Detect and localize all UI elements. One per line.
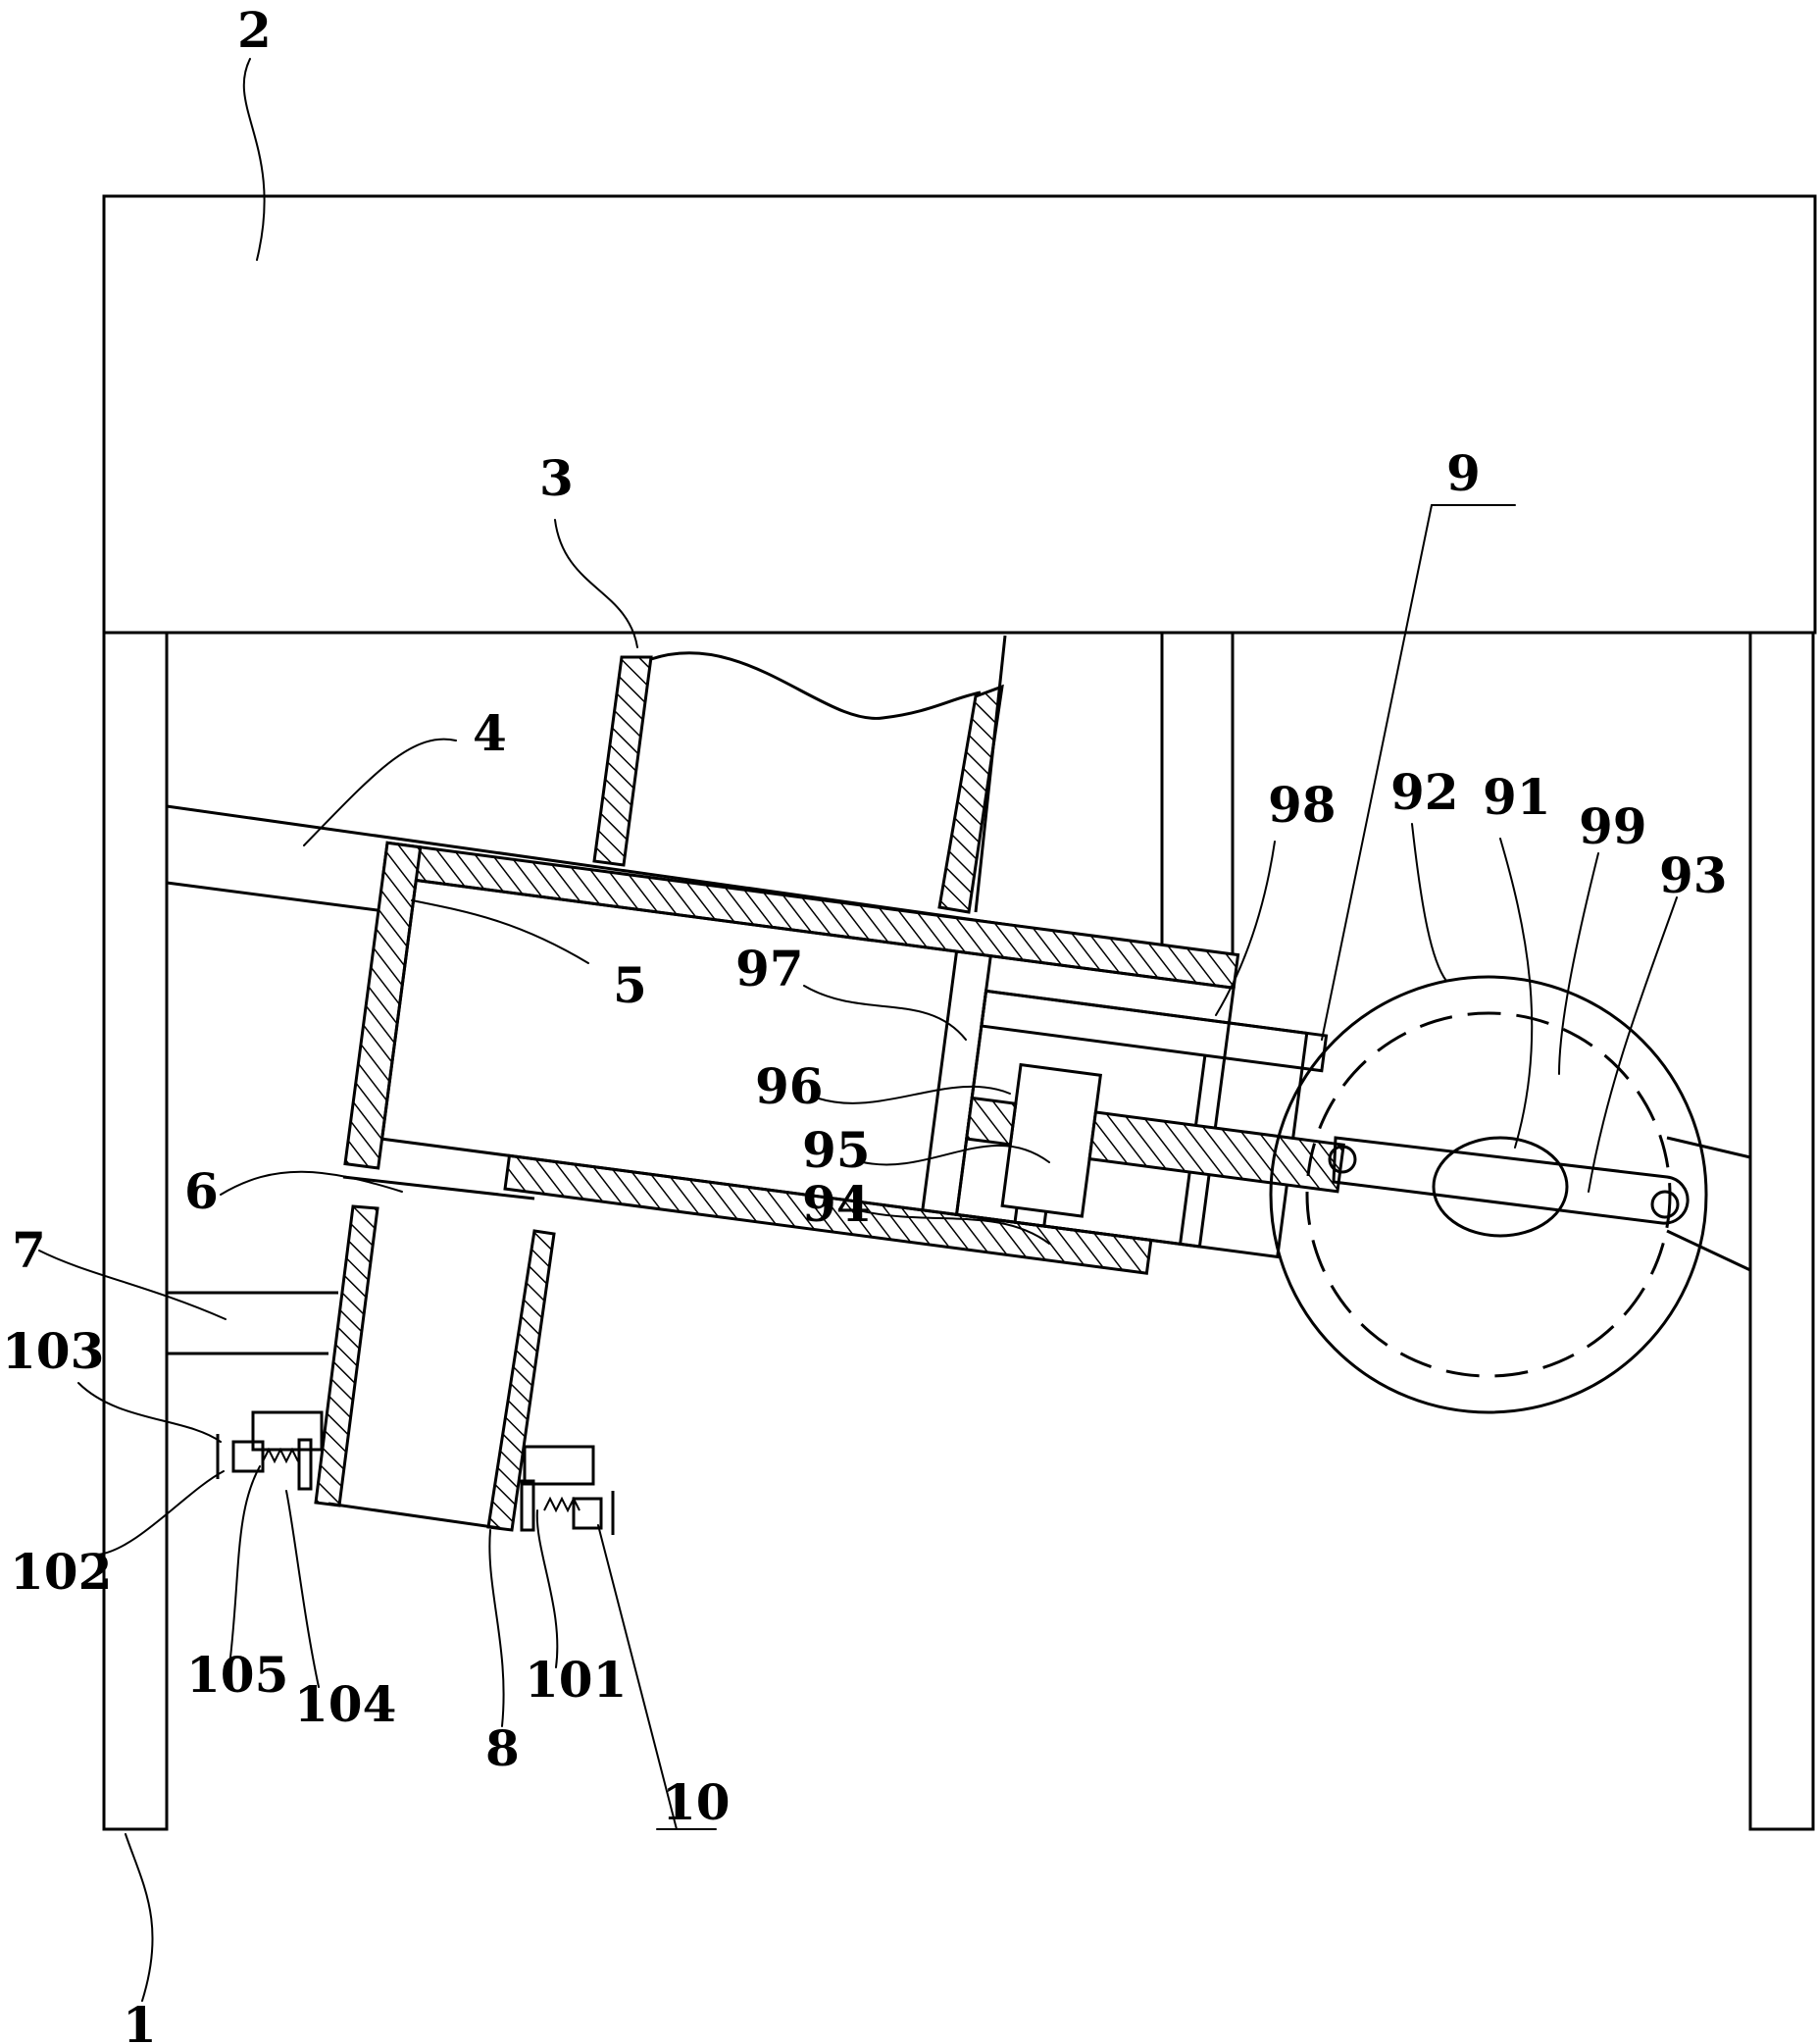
leader-99 — [1558, 852, 1599, 1075]
leader-105 — [229, 1465, 261, 1659]
leader-97 — [803, 985, 967, 1041]
leader-7 — [38, 1250, 227, 1320]
connecting-rod-left — [965, 1096, 1018, 1147]
label-95: 95 — [802, 1121, 871, 1179]
label-94: 94 — [802, 1175, 871, 1233]
label-96: 96 — [755, 1057, 824, 1115]
crank-path — [1305, 1011, 1672, 1378]
rail-right-bottom — [1666, 1229, 1751, 1272]
leader-1 — [125, 1833, 154, 2002]
slider-rod-98 — [980, 989, 1329, 1073]
hopper-left-wall — [592, 655, 653, 867]
chute-left-wall — [314, 1204, 379, 1507]
housing-top-wall — [380, 841, 1240, 990]
connecting-rod — [1087, 1110, 1345, 1194]
leader-3 — [554, 519, 638, 648]
label-10: 10 — [662, 1773, 731, 1831]
right-clamp-knob — [572, 1497, 603, 1530]
label-91: 91 — [1483, 768, 1551, 826]
leader-96 — [818, 1085, 1011, 1104]
leader-8 — [488, 1529, 505, 1727]
label-93: 93 — [1659, 846, 1728, 904]
label-1: 1 — [123, 1996, 157, 2044]
label-103: 103 — [2, 1322, 104, 1380]
right-clamp-pad — [520, 1479, 535, 1532]
crank-pin-right — [1650, 1190, 1680, 1219]
left-clamp-knob — [231, 1440, 265, 1473]
leader-2 — [242, 58, 266, 261]
leader-9 — [1321, 504, 1433, 1041]
leader-93 — [1588, 896, 1678, 1193]
piston-block — [1000, 1062, 1103, 1218]
center-support — [1160, 631, 1235, 958]
housing-inner — [379, 878, 1236, 1249]
crank-arm — [1332, 1136, 1690, 1225]
label-9: 9 — [1446, 444, 1481, 502]
left-clamp-spring — [262, 1447, 299, 1464]
leader-98 — [1215, 841, 1276, 1016]
left-leg — [102, 631, 169, 1831]
leader-6 — [220, 1170, 403, 1196]
leader-4 — [303, 738, 457, 846]
label-92: 92 — [1390, 763, 1459, 821]
chute-bottom — [328, 1502, 501, 1530]
crank-wheel — [1269, 975, 1708, 1414]
label-105: 105 — [186, 1646, 288, 1704]
hopper-right-outline — [974, 635, 1007, 913]
label-8: 8 — [485, 1719, 520, 1777]
label-6: 6 — [184, 1162, 219, 1220]
piston-rod-b — [1042, 1211, 1048, 1227]
outlet-bar — [342, 1175, 535, 1201]
chute-right-wall — [486, 1229, 556, 1532]
piston-rod-a — [1013, 1207, 1019, 1223]
right-clamp-housing — [523, 1445, 595, 1486]
label-2: 2 — [237, 1, 272, 59]
rail-bottom-edge — [166, 881, 393, 914]
label-3: 3 — [539, 449, 574, 507]
leader-5 — [411, 899, 589, 964]
label-97: 97 — [735, 940, 804, 997]
label-101: 101 — [525, 1651, 627, 1709]
wheel-hub — [1432, 1136, 1569, 1238]
leader-104 — [285, 1490, 320, 1688]
label-98: 98 — [1268, 776, 1337, 834]
housing-left-wall — [343, 841, 423, 1170]
hopper-right-wall — [937, 684, 1004, 914]
leader-10 — [597, 1524, 678, 1830]
label-102: 102 — [10, 1543, 112, 1601]
leader-101 — [535, 1509, 559, 1668]
label-4: 4 — [473, 704, 507, 762]
label-5: 5 — [613, 956, 647, 1014]
tabletop — [102, 194, 1817, 635]
leader-91 — [1499, 838, 1534, 1149]
label-104: 104 — [294, 1675, 396, 1733]
hopper-break-line — [650, 651, 982, 720]
leader-92 — [1411, 823, 1447, 982]
rail-right-top — [1666, 1136, 1751, 1159]
crank-pin-left — [1328, 1145, 1357, 1174]
right-leg — [1748, 631, 1815, 1831]
label-99: 99 — [1579, 797, 1647, 855]
leader-103 — [77, 1382, 222, 1443]
left-clamp-pad — [297, 1438, 313, 1491]
label-7: 7 — [12, 1221, 46, 1279]
leader-94 — [862, 1210, 1050, 1245]
guide-97-a — [921, 950, 959, 1210]
left-clamp-housing — [251, 1410, 324, 1452]
leader-95 — [862, 1145, 1050, 1166]
leader-102 — [97, 1470, 225, 1556]
